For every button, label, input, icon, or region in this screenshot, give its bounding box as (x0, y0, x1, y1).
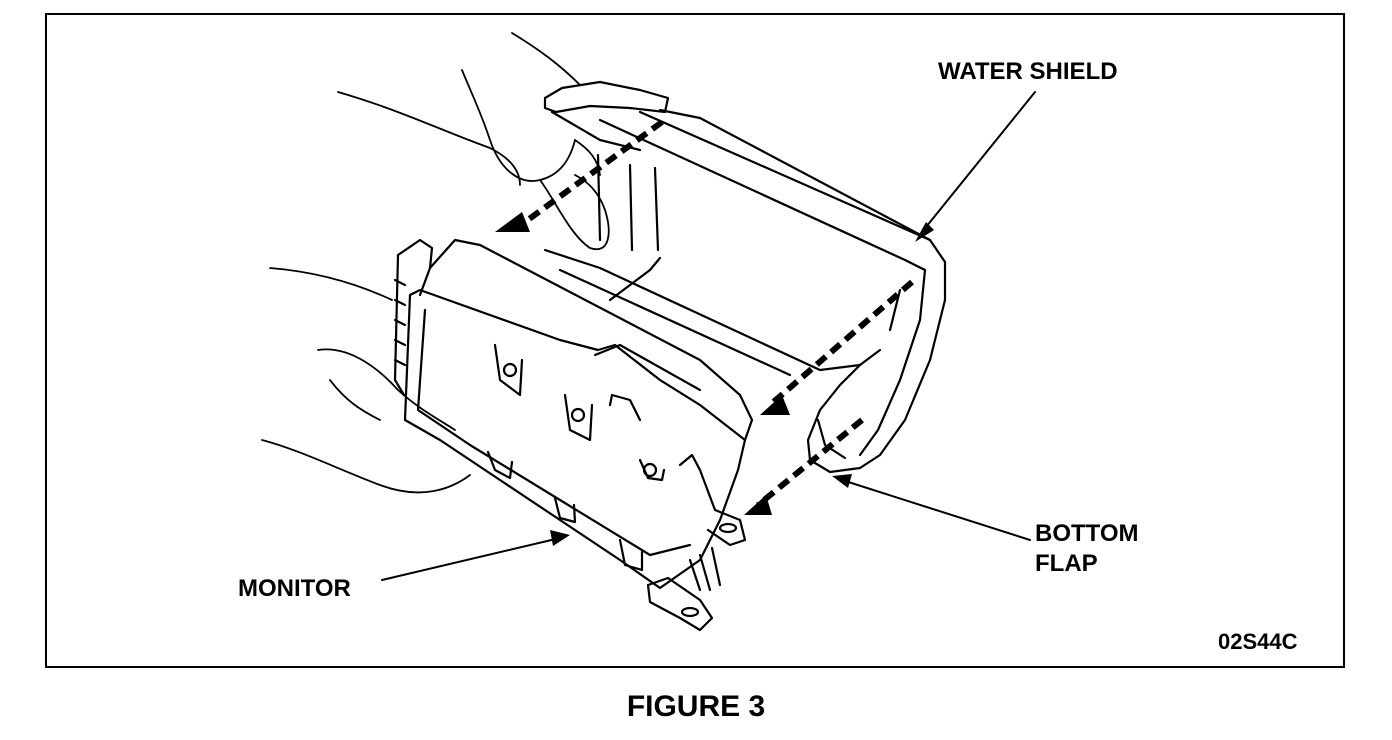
leader-arrowheads (550, 222, 934, 546)
leader-lines (381, 91, 1036, 581)
guide-arrowheads (495, 212, 790, 515)
hands-drawing (261, 32, 610, 494)
bottom-flap-label-line2: FLAP (1035, 550, 1098, 577)
monitor-label: MONITOR (238, 575, 351, 602)
figure-caption: FIGURE 3 (626, 690, 766, 723)
water-shield-label: WATER SHIELD (938, 58, 1118, 85)
figure-code: 02S44C (1218, 629, 1298, 654)
monitor-drawing (393, 238, 754, 632)
guide-dashes (523, 119, 914, 508)
figure-frame (45, 13, 1345, 668)
bottom-flap-label-line1: BOTTOM (1035, 520, 1139, 547)
water-shield-drawing (543, 80, 947, 474)
